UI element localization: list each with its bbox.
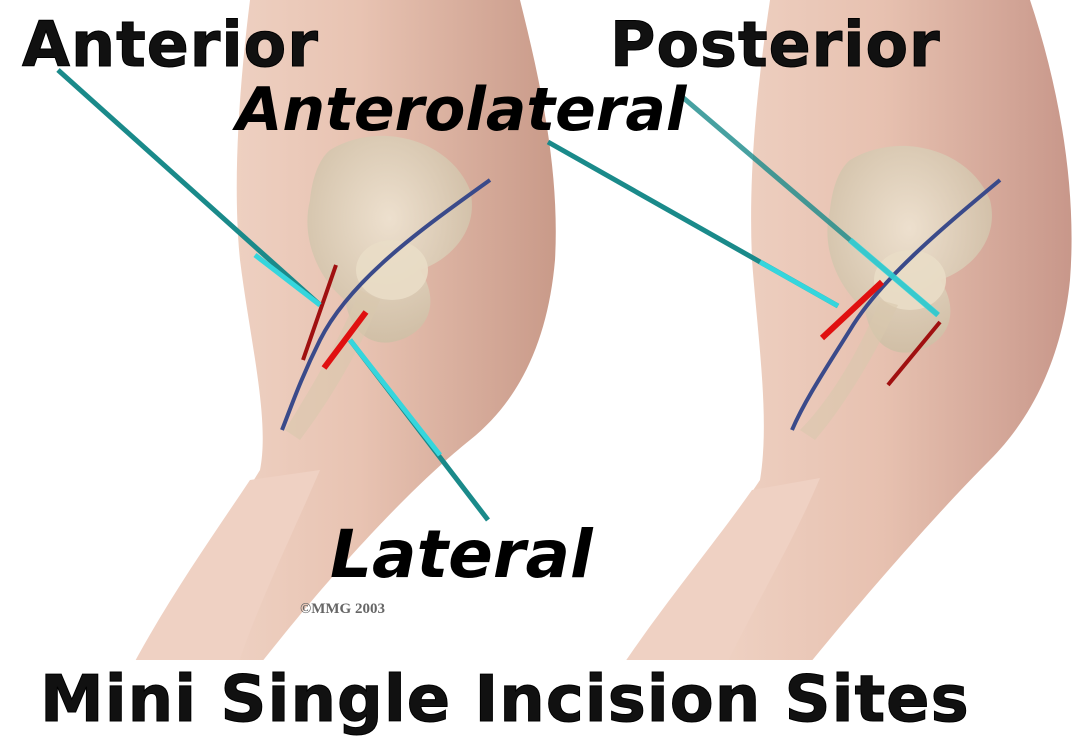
left-femoral-head [356,240,428,300]
lateral-label: Lateral [330,522,593,588]
copyright-text: ©MMG 2003 [300,602,385,617]
anterior-label: Anterior [22,14,319,76]
diagram-title: Mini Single Incision Sites [40,668,970,732]
posterior-label: Posterior [610,14,941,76]
anterolateral-label: Anterolateral [236,80,686,140]
